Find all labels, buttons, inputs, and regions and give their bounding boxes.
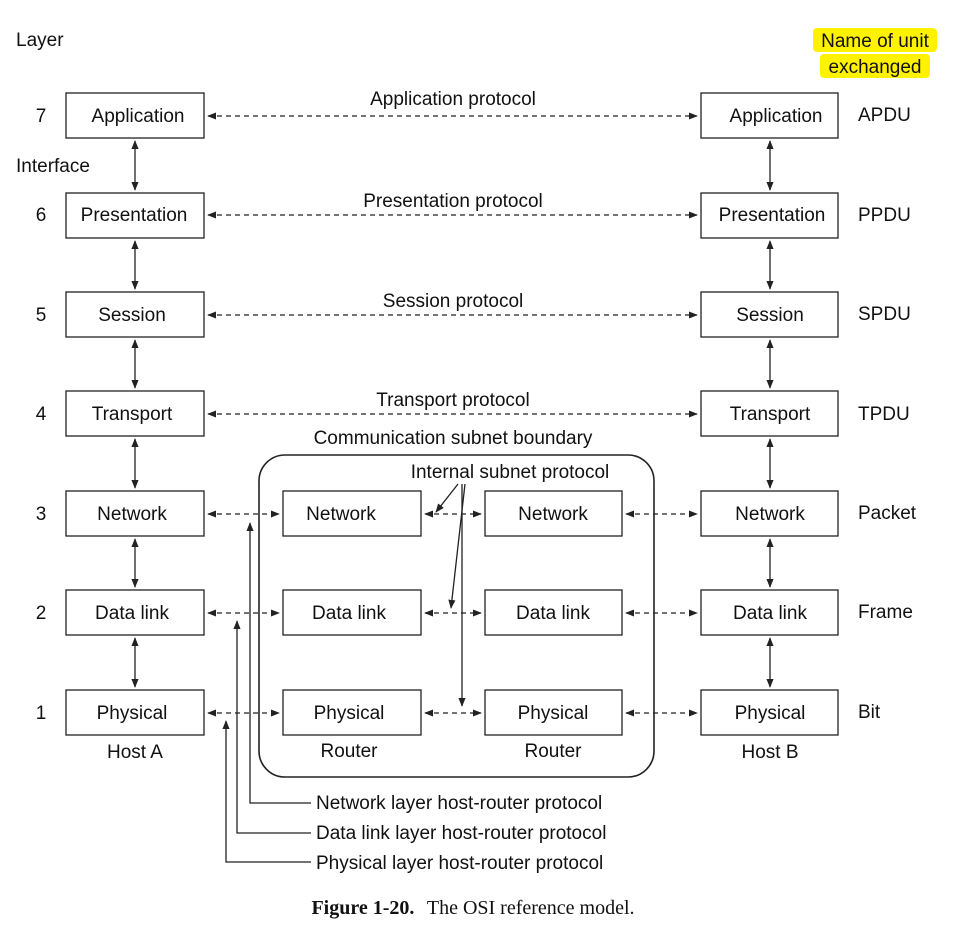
host-a-network-box	[65, 490, 205, 537]
router-1-physical-label: Physical	[314, 703, 385, 724]
unit-bit: Bit	[858, 702, 881, 723]
host-b-network-label: Network	[735, 504, 805, 525]
host-a-session-box	[65, 291, 205, 338]
host-b-label: Host B	[741, 742, 798, 763]
host-a-network-label: Network	[97, 504, 167, 525]
host-b-transport-box	[700, 390, 839, 437]
layer-number-3: 3	[36, 504, 47, 525]
host-a-application-box	[65, 92, 205, 139]
layer-number-4: 4	[36, 404, 47, 425]
unit-heading-line1: Name of unit	[821, 31, 929, 52]
router-1-physical-box	[282, 689, 422, 736]
network-host-router-protocol-label: Network layer host-router protocol	[316, 793, 602, 814]
host-a-physical-box	[65, 689, 205, 736]
router-1-network-label: Network	[306, 504, 376, 525]
application-protocol-label: Application protocol	[370, 89, 536, 110]
host-b-session-label: Session	[736, 305, 804, 326]
host-b-presentation-box	[700, 192, 839, 239]
datalink-host-router-leader	[233, 620, 311, 834]
host-a-transport-box	[65, 390, 205, 437]
host-a-transport-label: Transport	[92, 404, 173, 425]
host-b-transport-label: Transport	[730, 404, 811, 425]
host-b-session-box	[700, 291, 839, 338]
host-a-session-label: Session	[98, 305, 166, 326]
unit-frame: Frame	[858, 602, 913, 623]
datalink-host-router-protocol-label: Data link layer host-router protocol	[316, 823, 606, 844]
host-a-datalink-label: Data link	[95, 603, 169, 624]
router-1-datalink-label: Data link	[312, 603, 386, 624]
physical-host-router-protocol-label: Physical layer host-router protocol	[316, 853, 603, 874]
router-2-network-box	[484, 490, 623, 537]
host-b-physical-box	[700, 689, 839, 736]
router-2-label: Router	[524, 741, 582, 762]
host-b-network-box	[700, 490, 839, 537]
host-a-datalink-box	[65, 589, 205, 636]
host-a-label: Host A	[107, 742, 163, 763]
unit-spdu: SPDU	[858, 304, 911, 325]
router-2-physical-label: Physical	[518, 703, 589, 724]
host-b-stack: Application Presentation Session Transpo…	[700, 92, 839, 763]
internal-protocol-pointer-datalink	[448, 483, 466, 609]
router-1-stack: Network Data link Physical Router	[282, 490, 422, 762]
host-a-application-label: Application	[92, 106, 185, 127]
figure-number: Figure 1-20.	[311, 897, 414, 919]
layer-number-1: 1	[36, 703, 47, 724]
layer-number-5: 5	[36, 305, 47, 326]
layer-number-7: 7	[36, 106, 47, 127]
interface-label: Interface	[16, 156, 90, 177]
router-2-datalink-box	[484, 589, 623, 636]
router-2-physical-box	[484, 689, 623, 736]
router-2-datalink-label: Data link	[516, 603, 590, 624]
router-2-stack: Network Data link Physical Router	[484, 490, 623, 762]
host-a-presentation-box	[65, 192, 205, 239]
transport-protocol-label: Transport protocol	[376, 390, 529, 411]
layer-number-2: 2	[36, 603, 47, 624]
host-b-application-box	[700, 92, 839, 139]
subnet-boundary-label: Communication subnet boundary	[314, 428, 593, 449]
host-a-presentation-label: Presentation	[81, 205, 188, 226]
layer-heading: Layer	[16, 30, 64, 51]
router-1-datalink-box	[282, 589, 422, 636]
unit-apdu: APDU	[858, 105, 911, 126]
presentation-protocol-label: Presentation protocol	[363, 191, 543, 212]
network-host-router-leader	[246, 522, 311, 804]
unit-packet: Packet	[858, 503, 917, 524]
physical-host-router-leader	[222, 720, 311, 863]
host-b-datalink-label: Data link	[733, 603, 807, 624]
host-b-application-label: Application	[730, 106, 823, 127]
host-b-presentation-label: Presentation	[719, 205, 826, 226]
internal-protocol-pointer-network	[435, 483, 459, 513]
unit-tpdu: TPDU	[858, 404, 910, 425]
host-a-stack: Application Presentation Session Transpo…	[65, 92, 205, 763]
router-1-label: Router	[320, 741, 378, 762]
unit-heading-highlight-1	[813, 28, 937, 52]
unit-heading-line2: exchanged	[829, 57, 922, 78]
host-a-physical-label: Physical	[97, 703, 168, 724]
host-b-datalink-box	[700, 589, 839, 636]
unit-heading-highlight-2	[820, 54, 930, 78]
host-b-physical-label: Physical	[735, 703, 806, 724]
figure-caption: Figure 1-20. The OSI reference model.	[311, 897, 634, 919]
layer-number-6: 6	[36, 205, 47, 226]
unit-ppdu: PPDU	[858, 205, 911, 226]
figure-caption-text: The OSI reference model.	[427, 897, 635, 919]
session-protocol-label: Session protocol	[383, 291, 523, 312]
internal-subnet-protocol-label: Internal subnet protocol	[411, 462, 610, 483]
router-2-network-label: Network	[518, 504, 588, 525]
router-1-network-box	[282, 490, 422, 537]
